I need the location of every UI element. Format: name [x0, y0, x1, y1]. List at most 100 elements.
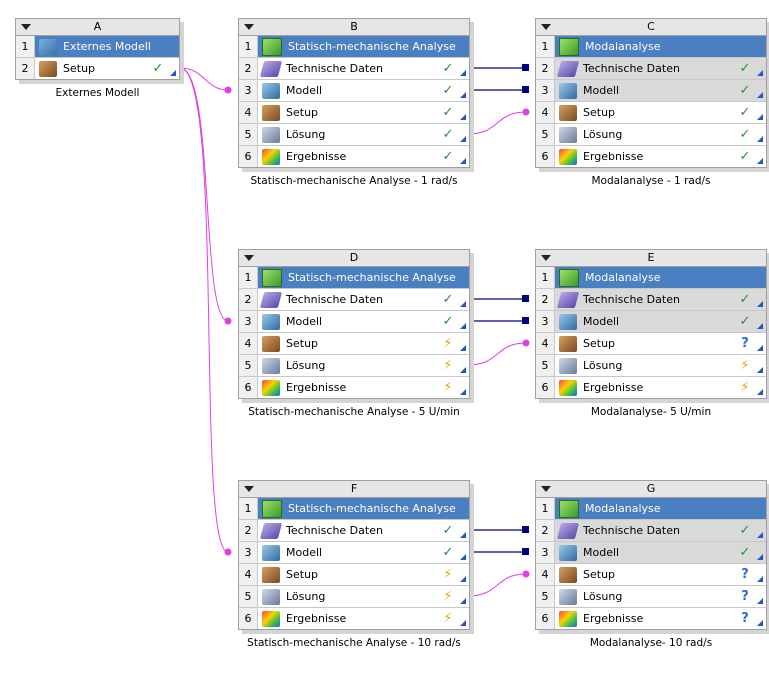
results-icon: [559, 379, 577, 396]
system-header: G: [536, 481, 766, 498]
row-number: 1: [536, 267, 555, 288]
solution-icon: [262, 588, 280, 605]
engineering-data-icon: [556, 522, 580, 539]
system-caption[interactable]: Statisch-mechanische Analyse - 10 rad/s: [247, 637, 461, 649]
system-menu-arrow-icon[interactable]: [244, 486, 254, 492]
cell-corner-icon: [757, 323, 763, 329]
cell-corner-icon: [460, 598, 466, 604]
system-caption[interactable]: Modalanalyse- 10 rad/s: [589, 637, 713, 649]
system-caption[interactable]: Modalanalyse- 5 U/min: [590, 406, 712, 418]
cell-corner-icon: [460, 158, 466, 164]
solution-icon: [262, 126, 280, 143]
cell-label: Statisch-mechanische Analyse: [288, 40, 456, 53]
system-menu-arrow-icon[interactable]: [541, 486, 551, 492]
cell-corner-icon: [757, 158, 763, 164]
system-caption[interactable]: Statisch-mechanische Analyse - 5 U/min: [248, 406, 460, 418]
row-number: 5: [239, 124, 258, 145]
system-caption[interactable]: Externes Modell: [55, 87, 140, 99]
system-caption[interactable]: Statisch-mechanische Analyse - 1 rad/s: [250, 175, 458, 187]
row-number: 1: [536, 36, 555, 57]
solution-icon: [262, 357, 280, 374]
setup-icon: [39, 60, 57, 77]
cell-corner-icon: [460, 367, 466, 373]
row-number: 5: [536, 355, 555, 376]
system-menu-arrow-icon[interactable]: [541, 24, 551, 30]
status-ok-icon: ✓: [739, 61, 751, 76]
system-menu-arrow-icon[interactable]: [541, 255, 551, 261]
status-ok-icon: ✓: [739, 149, 751, 164]
model-icon: [262, 544, 280, 561]
row-number: 3: [239, 311, 258, 332]
row-number: 6: [239, 146, 258, 167]
link-f-solution-to-g-setup: [467, 573, 527, 597]
row-number: 3: [536, 80, 555, 101]
cell-label: Technische Daten: [286, 524, 383, 537]
row-number: 6: [536, 608, 555, 629]
system-menu-arrow-icon[interactable]: [244, 255, 254, 261]
model-icon: [559, 544, 577, 561]
row-number: 6: [536, 146, 555, 167]
status-ok-icon: ✓: [442, 83, 454, 98]
cell-corner-icon: [460, 70, 466, 76]
cell-label: Technische Daten: [286, 293, 383, 306]
link-a-setup-to-f-model: [179, 67, 229, 553]
static-structural-icon: [262, 499, 282, 518]
system-menu-arrow-icon[interactable]: [244, 24, 254, 30]
cell-corner-icon: [757, 70, 763, 76]
cell-label: Ergebnisse: [583, 381, 644, 394]
system-menu-arrow-icon[interactable]: [21, 24, 31, 30]
status-attention-icon: ?: [741, 611, 749, 626]
cell-corner-icon: [757, 532, 763, 538]
system-caption[interactable]: Modalanalyse - 1 rad/s: [591, 175, 711, 187]
row-number: 6: [239, 608, 258, 629]
setup-icon: [559, 566, 577, 583]
